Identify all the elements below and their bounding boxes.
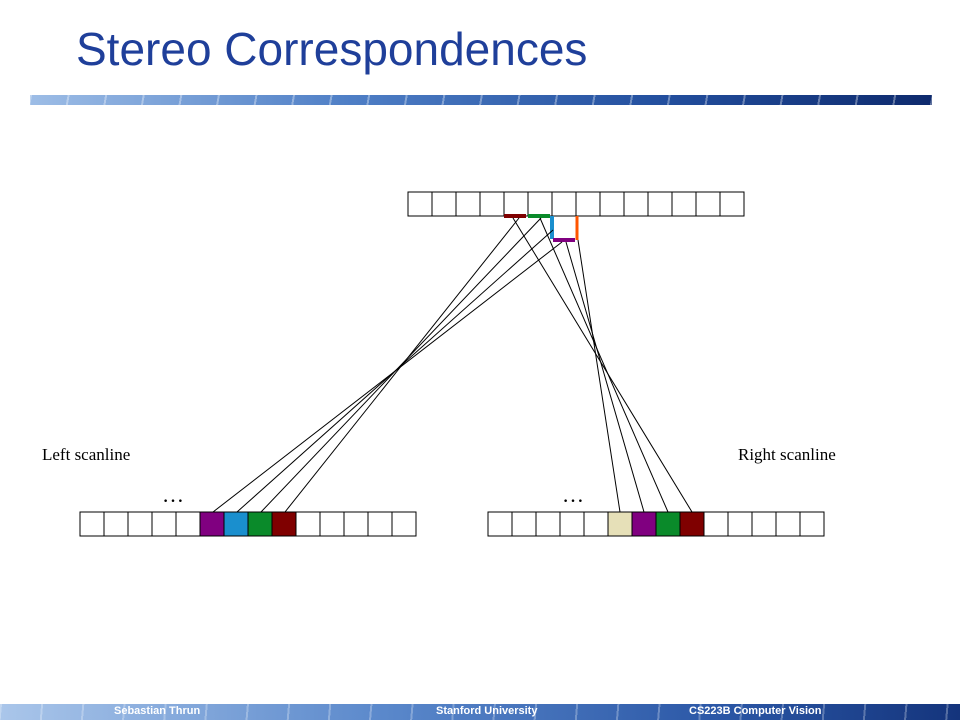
right-scanline-cell	[775, 511, 801, 537]
top-scanline-cell	[479, 191, 505, 217]
right-line-green	[539, 217, 669, 513]
right-line-purple	[565, 241, 645, 513]
right-scanline	[487, 511, 825, 537]
left-line-green	[260, 217, 542, 513]
left-scanline-cell	[367, 511, 393, 537]
left-line-darkred	[284, 217, 520, 513]
top-scanline-cell	[431, 191, 457, 217]
top-scanline-cell	[671, 191, 697, 217]
left-line-purple	[212, 241, 563, 513]
top-scanline-cell	[503, 191, 529, 217]
right-scanline-label: Right scanline	[738, 445, 836, 464]
top-scanline-cell	[599, 191, 625, 217]
top-scanline-cell	[647, 191, 673, 217]
left-scanline-cell	[223, 511, 249, 537]
right-scanline-cell	[559, 511, 585, 537]
left-scanline-cell	[151, 511, 177, 537]
top-scanline-cell	[551, 191, 577, 217]
left-scanline-cell	[319, 511, 345, 537]
left-scanline-cell	[295, 511, 321, 537]
left-scanline	[79, 511, 417, 537]
correspondence-lines	[212, 217, 693, 513]
left-scanline-cell	[103, 511, 129, 537]
right-scanline-cell	[583, 511, 609, 537]
left-scanline-cell	[127, 511, 153, 537]
right-scanline-cell	[511, 511, 537, 537]
right-scanline-cell	[799, 511, 825, 537]
left-scanline-cell	[79, 511, 105, 537]
top-scanline-cell	[623, 191, 649, 217]
slide-title: Stereo Correspondences	[76, 23, 588, 75]
right-scanline-cell	[631, 511, 657, 537]
right-scanline-cell	[535, 511, 561, 537]
top-scanline-cell	[407, 191, 433, 217]
right-line-beige	[577, 239, 621, 513]
right-scanline-cell	[751, 511, 777, 537]
disparity-path	[504, 214, 579, 242]
title-underline-bar	[30, 95, 932, 105]
footer-institution: Stanford University	[436, 705, 538, 717]
left-scanline-cell	[271, 511, 297, 537]
right-scanline-cell	[679, 511, 705, 537]
left-scanline-cell	[199, 511, 225, 537]
top-scanline-cell	[527, 191, 553, 217]
right-scanline-cell	[727, 511, 753, 537]
right-scanline-cell	[655, 511, 681, 537]
top-scanline-cell	[719, 191, 745, 217]
top-scanline-cell	[455, 191, 481, 217]
right-ellipsis: …	[562, 482, 584, 507]
left-scanline-cell	[247, 511, 273, 537]
right-scanline-cell	[607, 511, 633, 537]
left-scanline-cell	[343, 511, 369, 537]
right-line-darkred	[512, 217, 693, 513]
left-scanline-label: Left scanline	[42, 445, 130, 464]
footer-course: CS223B Computer Vision	[689, 705, 822, 717]
footer-author: Sebastian Thrun	[114, 705, 201, 717]
right-scanline-cell	[487, 511, 513, 537]
left-scanline-cell	[391, 511, 417, 537]
top-scanline	[407, 191, 745, 217]
top-scanline-cell	[695, 191, 721, 217]
right-scanline-cell	[703, 511, 729, 537]
footer-bar: Sebastian Thrun Stanford University CS22…	[0, 704, 960, 720]
left-scanline-cell	[175, 511, 201, 537]
top-scanline-cell	[575, 191, 601, 217]
left-ellipsis: …	[162, 482, 184, 507]
